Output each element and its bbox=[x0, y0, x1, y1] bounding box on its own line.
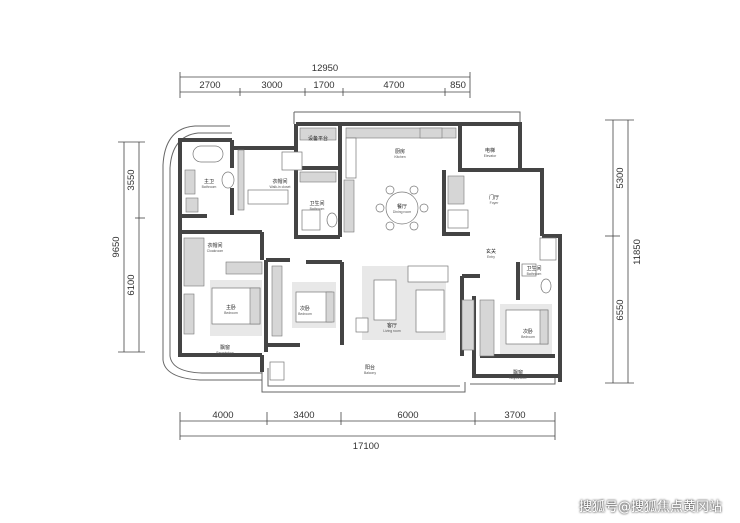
svg-text:Walk-in closet: Walk-in closet bbox=[270, 185, 291, 189]
svg-text:Baywindow: Baywindow bbox=[509, 376, 527, 380]
right-dim-1: 5300 bbox=[615, 167, 626, 188]
room-labels: 主卫 Bathroom 衣帽间 Walk-in closet 设备平台 厨房 K… bbox=[202, 135, 542, 380]
right-dimensions: 5300 6550 11850 bbox=[605, 119, 643, 384]
label-kitchen: 厨房 bbox=[395, 148, 405, 155]
label-bedroom2: 次卧 bbox=[300, 305, 310, 312]
washer-icon bbox=[269, 361, 285, 381]
top-dim-3: 1700 bbox=[313, 80, 334, 91]
toilet2-icon bbox=[326, 212, 338, 228]
coffee-table-icon bbox=[415, 289, 445, 333]
furniture bbox=[183, 127, 557, 381]
armchair-living-icon bbox=[407, 265, 449, 283]
sink-icon bbox=[419, 127, 443, 139]
label-bath2: 卫生间 bbox=[309, 200, 324, 207]
svg-text:Cloakroom: Cloakroom bbox=[207, 249, 224, 253]
left-dimensions: 3550 6100 9650 bbox=[111, 141, 145, 353]
top-dim-5: 850 bbox=[450, 80, 466, 91]
svg-text:Baywindow: Baywindow bbox=[216, 351, 234, 355]
label-bay-right: 飘窗 bbox=[513, 369, 523, 376]
label-living: 客厅 bbox=[387, 322, 397, 329]
bottom-dim-2: 3400 bbox=[293, 410, 314, 421]
kitchen-counter-icon bbox=[345, 127, 457, 139]
label-walk-in: 衣帽间 bbox=[272, 178, 287, 185]
bottom-dim-1: 4000 bbox=[212, 410, 233, 421]
label-cloakroom: 衣帽间 bbox=[207, 242, 222, 249]
tall-cabinet-icon bbox=[343, 179, 355, 233]
svg-text:Living room: Living room bbox=[383, 329, 401, 333]
right-total-dim: 11850 bbox=[632, 239, 643, 265]
vanity2-icon bbox=[299, 171, 337, 183]
svg-text:Foyer: Foyer bbox=[490, 201, 500, 205]
vanity-icon bbox=[184, 169, 196, 195]
bottom-dim-3: 6000 bbox=[397, 410, 418, 421]
entry-chair-icon bbox=[539, 237, 557, 261]
svg-text:Bedroom: Bedroom bbox=[224, 311, 238, 315]
wardrobe3-icon bbox=[479, 299, 495, 357]
label-appliance-platform: 设备平台 bbox=[308, 135, 328, 142]
bottom-total-dim: 17100 bbox=[353, 441, 379, 452]
svg-text:Balcony: Balcony bbox=[364, 371, 376, 375]
svg-text:Bathroom: Bathroom bbox=[202, 185, 217, 189]
cloak-shelf-icon bbox=[183, 237, 205, 287]
bathtub-icon bbox=[192, 145, 224, 163]
left-dim-2: 6100 bbox=[126, 274, 137, 295]
label-balcony: 阳台 bbox=[365, 364, 375, 371]
top-dimensions: 12950 2700 3000 1700 4700 850 bbox=[179, 63, 471, 98]
svg-text:Kitchen: Kitchen bbox=[394, 155, 405, 159]
label-master-bath: 主卫 bbox=[204, 178, 214, 185]
cloak-rack-icon bbox=[225, 261, 263, 275]
top-total-dim: 12950 bbox=[312, 63, 338, 74]
bottom-dimensions: 4000 3400 6000 3700 17100 bbox=[179, 410, 556, 452]
svg-text:Bedroom: Bedroom bbox=[521, 335, 535, 339]
closet-shelf-icon bbox=[237, 149, 245, 211]
toilet-icon bbox=[221, 171, 235, 189]
toilet3-icon bbox=[540, 278, 552, 294]
top-dim-1: 2700 bbox=[199, 80, 220, 91]
tv-cabinet-icon bbox=[461, 299, 475, 351]
svg-text:Elevator: Elevator bbox=[484, 154, 497, 158]
svg-text:Dining room: Dining room bbox=[393, 210, 411, 214]
sofa-icon bbox=[373, 279, 397, 321]
shower2-icon bbox=[301, 209, 321, 231]
watermark: 搜狐号@搜狐焦点黄冈站 bbox=[578, 500, 722, 515]
appliance-icon bbox=[299, 127, 337, 141]
top-dim-4: 4700 bbox=[383, 80, 404, 91]
foyer-cabinet-icon bbox=[447, 209, 469, 229]
shoe-cabinet-icon bbox=[447, 175, 465, 205]
label-dining: 餐厅 bbox=[397, 203, 407, 210]
svg-text:Bathroom: Bathroom bbox=[527, 272, 542, 276]
label-bay-left: 飘窗 bbox=[220, 344, 230, 351]
left-dim-1: 3550 bbox=[126, 169, 137, 190]
stove-icon bbox=[345, 137, 357, 179]
sink3-icon bbox=[521, 263, 537, 277]
top-dim-2: 3000 bbox=[261, 80, 282, 91]
label-elevator: 电梯 bbox=[485, 147, 495, 154]
svg-text:Bathroom: Bathroom bbox=[310, 207, 325, 211]
shower-icon bbox=[185, 197, 199, 213]
right-dim-2: 6550 bbox=[615, 299, 626, 320]
bottom-dim-4: 3700 bbox=[504, 410, 525, 421]
svg-text:Entry: Entry bbox=[487, 255, 495, 259]
label-entry: 玄关 bbox=[486, 248, 496, 255]
label-foyer: 门厅 bbox=[489, 194, 499, 201]
armchair-icon bbox=[281, 151, 303, 171]
side-chair-icon bbox=[355, 317, 369, 333]
svg-text:Bedroom: Bedroom bbox=[298, 312, 312, 316]
left-total-dim: 9650 bbox=[111, 236, 122, 257]
dining-table-icon bbox=[385, 191, 419, 225]
label-master-bedroom: 主卧 bbox=[226, 304, 236, 311]
envelope bbox=[162, 111, 556, 393]
label-bath3: 卫生间 bbox=[526, 265, 541, 272]
bay-seat-icon bbox=[183, 293, 195, 335]
wardrobe-icon bbox=[271, 265, 283, 337]
closet-island-icon bbox=[247, 189, 289, 205]
label-bedroom3: 次卧 bbox=[523, 328, 533, 335]
